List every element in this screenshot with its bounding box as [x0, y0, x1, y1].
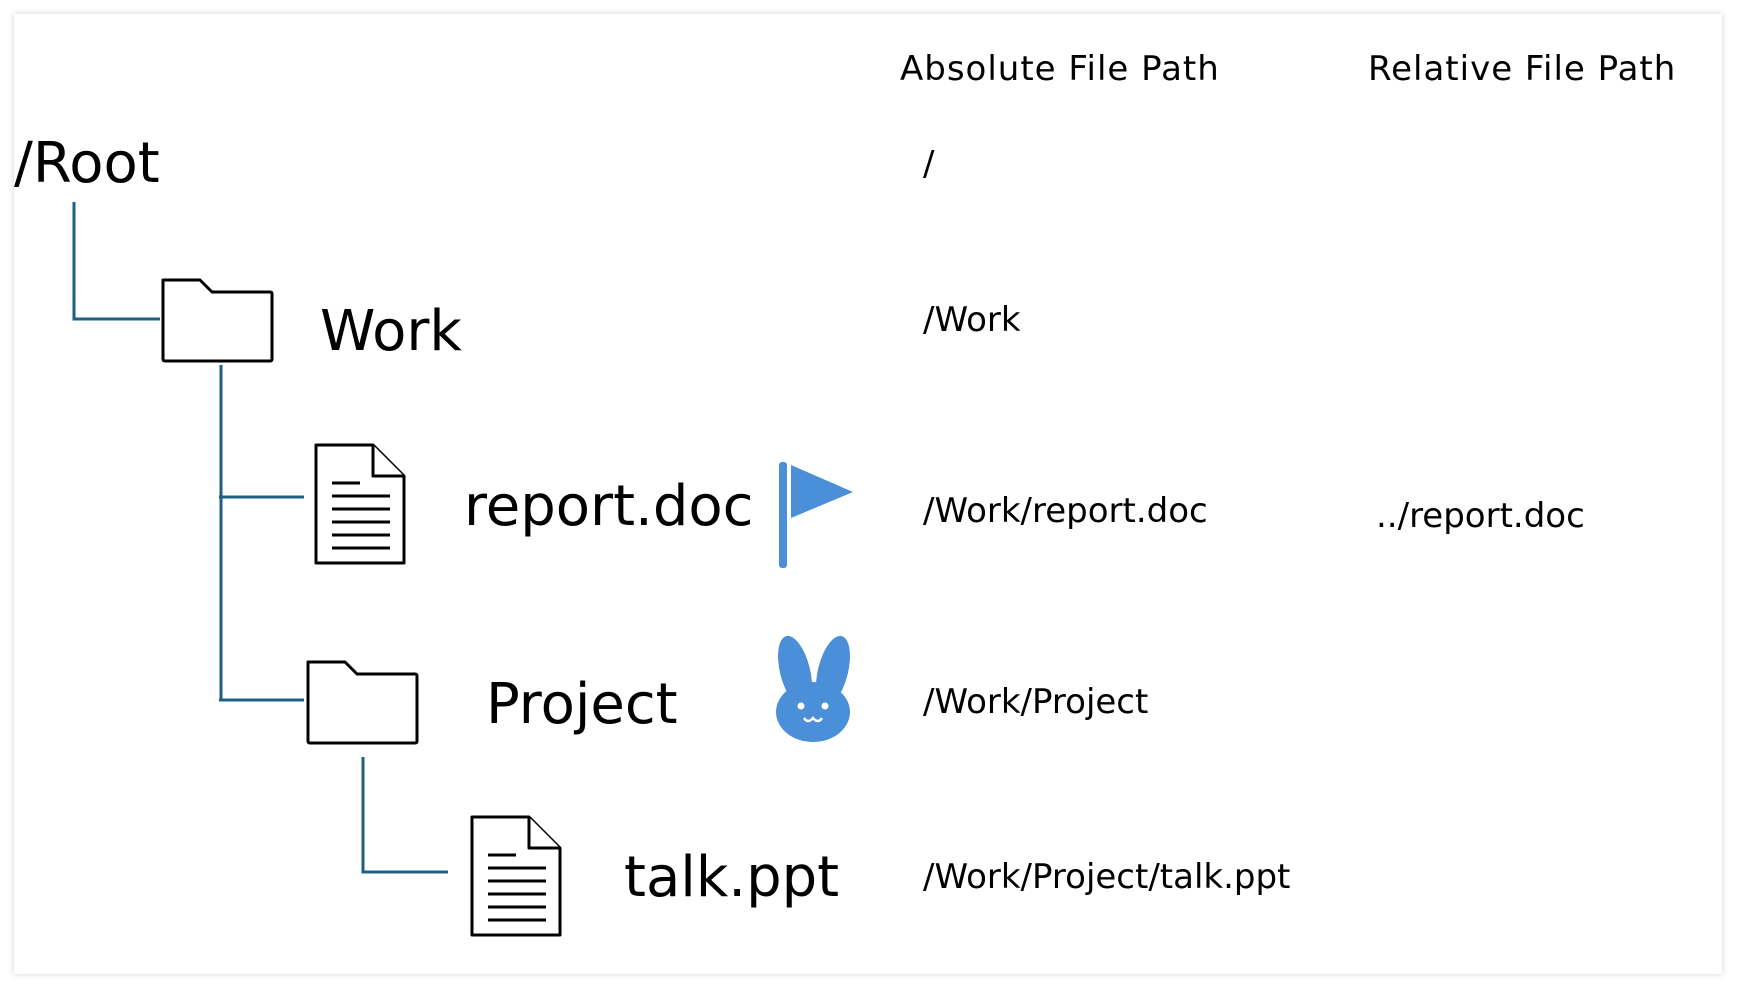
folder-icon [306, 660, 419, 745]
tree-label-project: Project [486, 672, 678, 737]
tree-label-work: Work [320, 299, 462, 364]
header-absolute-file-path: Absolute File Path [900, 49, 1220, 89]
tree-label-report: report.doc [464, 474, 753, 539]
absolute-path-root: / [923, 144, 935, 184]
absolute-path-talk: /Work/Project/talk.ppt [923, 857, 1290, 897]
absolute-path-work: /Work [923, 300, 1021, 340]
tree-label-talk: talk.ppt [624, 845, 839, 910]
folder-icon [161, 278, 274, 363]
document-icon [314, 443, 406, 565]
document-icon [470, 815, 562, 937]
header-relative-file-path: Relative File Path [1368, 49, 1676, 89]
connector-root-work [72, 202, 160, 321]
tree-connectors [72, 202, 448, 874]
absolute-path-report: /Work/report.doc [923, 491, 1208, 531]
connector-project-talk [361, 757, 448, 874]
absolute-path-project: /Work/Project [923, 682, 1148, 722]
tree-label-root: /Root [14, 131, 160, 196]
relative-path-report: ../report.doc [1376, 496, 1585, 536]
flag-icon [779, 462, 853, 568]
rabbit-icon [776, 635, 850, 742]
diagram-card [14, 14, 1722, 974]
